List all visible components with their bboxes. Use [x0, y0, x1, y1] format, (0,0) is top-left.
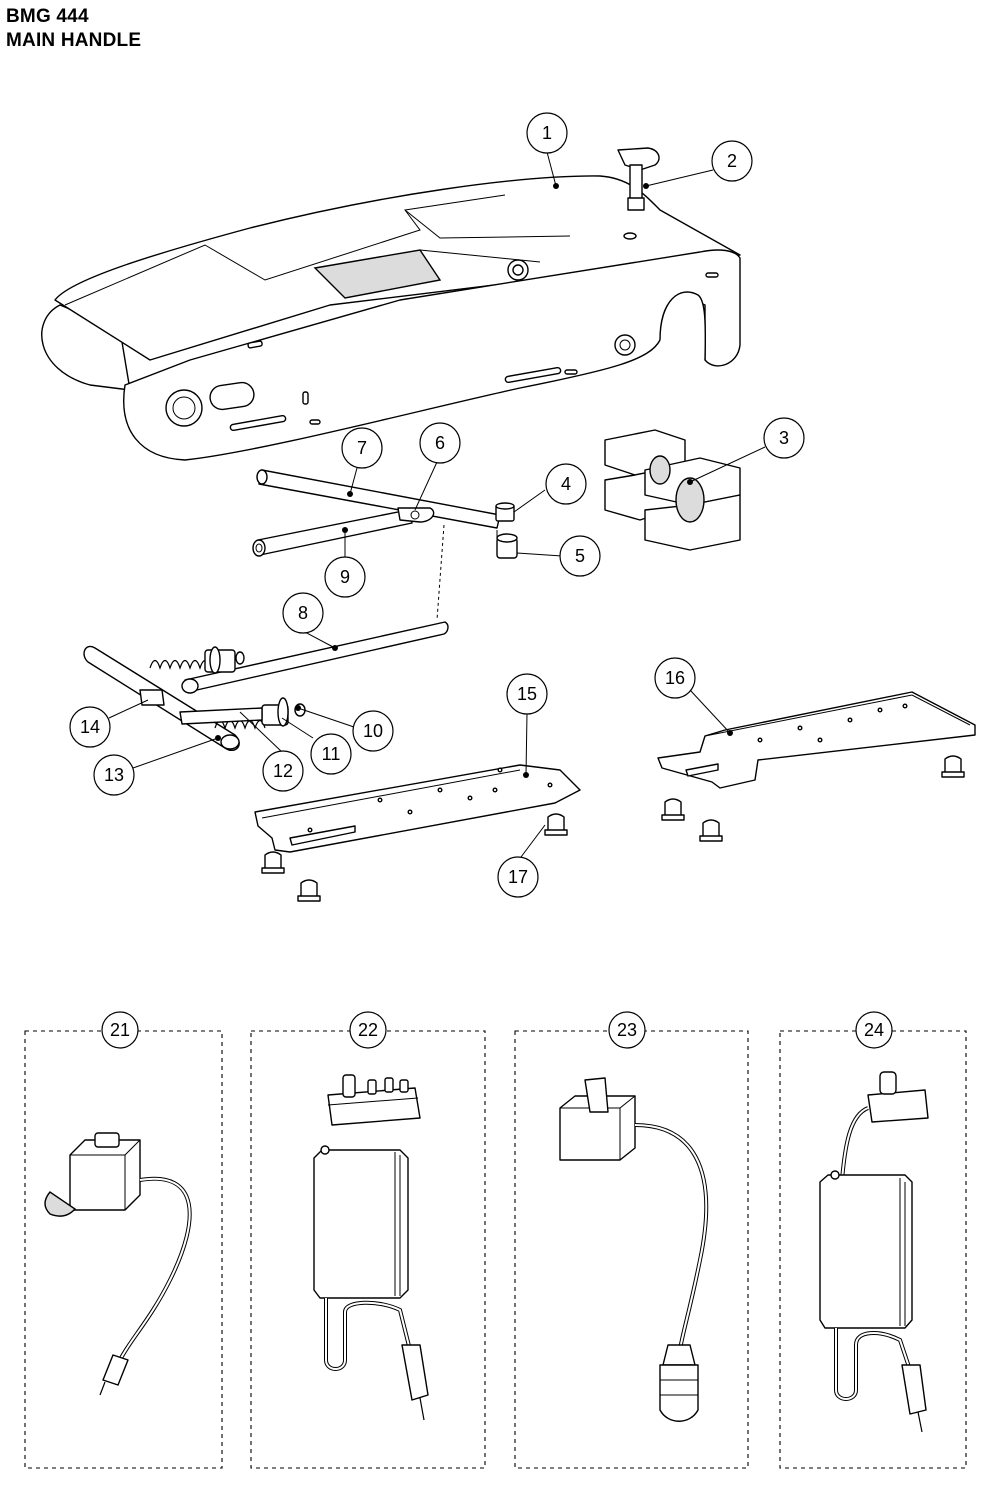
- mounting-plate-15: [254, 764, 581, 853]
- callout-14: 14: [69, 706, 111, 748]
- svg-text:17: 17: [508, 867, 528, 887]
- svg-text:22: 22: [358, 1020, 378, 1040]
- callout-4: 4: [545, 463, 587, 505]
- svg-text:24: 24: [864, 1020, 884, 1040]
- svg-text:14: 14: [80, 717, 100, 737]
- diagram-title-assembly: MAIN HANDLE: [6, 30, 142, 51]
- rubber-feet: [261, 755, 965, 902]
- svg-text:3: 3: [779, 428, 789, 448]
- callout-23: 23: [608, 1011, 646, 1049]
- svg-text:11: 11: [322, 744, 341, 764]
- svg-text:10: 10: [363, 721, 383, 741]
- svg-text:23: 23: [617, 1020, 637, 1040]
- kit-23-box: [514, 1030, 749, 1469]
- callout-16: 16: [654, 657, 696, 699]
- svg-text:15: 15: [517, 684, 537, 704]
- callout-21: 21: [101, 1011, 139, 1049]
- callout-17: 17: [497, 856, 539, 898]
- callout-7: 7: [341, 427, 383, 469]
- callout-24: 24: [855, 1011, 893, 1049]
- svg-text:13: 13: [104, 765, 124, 785]
- callout-2: 2: [711, 140, 753, 182]
- svg-text:7: 7: [357, 438, 367, 458]
- svg-text:6: 6: [435, 433, 445, 453]
- linkage-assembly: [252, 469, 518, 621]
- callout-3: 3: [763, 417, 805, 459]
- callout-10: 10: [352, 710, 394, 752]
- callout-1: 1: [526, 112, 568, 154]
- callout-8: 8: [282, 592, 324, 634]
- svg-text:12: 12: [273, 761, 293, 781]
- diagram-title-model: BMG 444: [6, 6, 89, 27]
- kit-22-box: [250, 1030, 486, 1469]
- callout-12: 12: [262, 750, 304, 792]
- main-handle-housing: [41, 175, 741, 461]
- svg-text:9: 9: [340, 567, 350, 587]
- callout-22: 22: [349, 1011, 387, 1049]
- spring-rod-assembly: [83, 621, 449, 752]
- mounting-plate-16: [657, 691, 976, 789]
- svg-text:4: 4: [561, 474, 571, 494]
- svg-text:2: 2: [727, 151, 737, 171]
- callout-13: 13: [93, 754, 135, 796]
- svg-text:8: 8: [298, 603, 308, 623]
- svg-text:16: 16: [665, 668, 685, 688]
- svg-text:5: 5: [575, 546, 585, 566]
- kit-24-box: [779, 1030, 967, 1469]
- callout-leader-lines: [108, 151, 766, 862]
- lock-knob-pin: [617, 147, 660, 240]
- svg-text:21: 21: [110, 1020, 130, 1040]
- svg-text:1: 1: [542, 123, 552, 143]
- callout-9: 9: [324, 556, 366, 598]
- clamp-blocks: [604, 429, 741, 551]
- callout-5: 5: [559, 535, 601, 577]
- callout-11: 11: [310, 733, 352, 775]
- callout-6: 6: [419, 422, 461, 464]
- callout-15: 15: [506, 673, 548, 715]
- kit-21-box: [24, 1030, 223, 1469]
